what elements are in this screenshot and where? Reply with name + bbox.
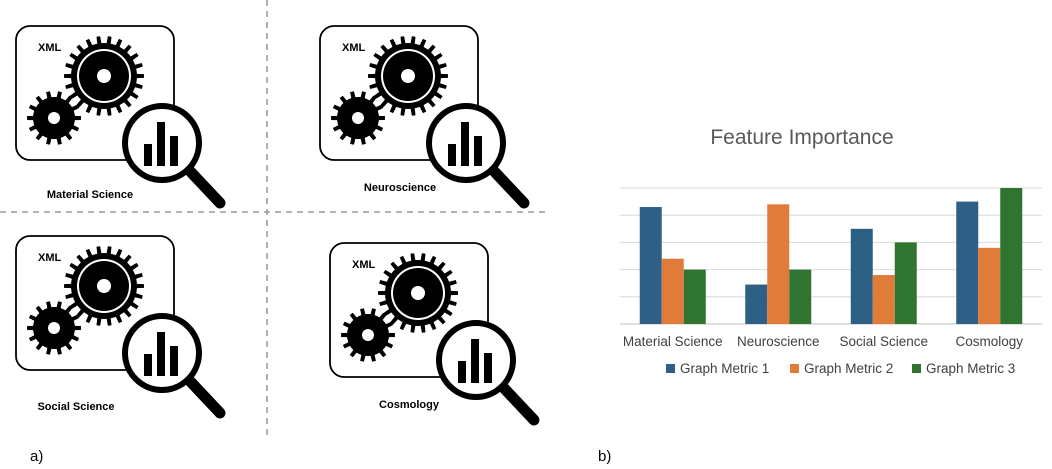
small-gear-icon [341,308,395,362]
legend-item: Graph Metric 3 [912,361,1015,376]
feature-importance-chart: Feature Importance Material Science Neuro… [598,126,1042,465]
small-gear-icon [27,91,81,145]
bar [872,275,895,324]
bar [789,269,812,324]
domain-tile: XML Material Science [15,25,226,209]
legend-label: Graph Metric 3 [926,361,1015,376]
large-gear-icon [64,36,144,116]
large-gear-icon [368,36,448,116]
bar [1000,188,1023,324]
bar [978,247,1001,324]
domain-tile: XML Neuroscience [319,25,530,209]
domain-tile: XML Social Science [15,235,226,419]
bar [894,242,917,324]
legend-item: Graph Metric 1 [666,361,769,376]
legend-swatch [790,364,799,373]
bar [850,228,873,324]
bar [683,269,706,324]
legend-label: Graph Metric 2 [804,361,893,376]
tile-caption: Neuroscience [364,182,436,194]
large-gear-icon [64,246,144,326]
xml-label: XML [38,252,62,264]
panel-b: Feature Importance Material Science Neuro… [590,0,1052,465]
x-tick-label: Neuroscience [737,334,820,349]
legend-item: Graph Metric 2 [790,361,893,376]
x-tick-label: Cosmology [955,334,1023,349]
x-axis-labels: Material Science Neuroscience Social Scien… [623,334,1023,349]
legend-label: Graph Metric 1 [680,361,769,376]
panel-b-label: b) [598,448,611,464]
bar [661,258,684,324]
chart-bars [639,188,1023,324]
bar [767,204,790,324]
magnifier-chart-icon [426,103,530,209]
xml-label: XML [352,259,376,271]
legend-swatch [912,364,921,373]
tile-caption: Material Science [47,189,133,201]
xml-label: XML [342,42,366,54]
x-tick-label: Social Science [839,334,928,349]
tile-caption: Social Science [37,401,114,413]
bar [956,201,979,324]
magnifier-chart-icon [122,103,226,209]
xml-label: XML [38,42,62,54]
bar [639,207,662,324]
small-gear-icon [331,91,385,145]
domain-tile: XML Cosmology [329,242,540,426]
large-gear-icon [378,253,458,333]
tile-caption: Cosmology [379,399,440,411]
magnifier-chart-icon [436,320,540,426]
bar [745,284,768,324]
legend-swatch [666,364,675,373]
chart-legend: Graph Metric 1 Graph Metric 2 Graph Metric… [666,361,1015,376]
magnifier-chart-icon [122,313,226,419]
x-tick-label: Material Science [623,334,723,349]
chart-title: Feature Importance [710,126,893,149]
panel-a-label: a) [30,448,43,464]
small-gear-icon [27,301,81,355]
